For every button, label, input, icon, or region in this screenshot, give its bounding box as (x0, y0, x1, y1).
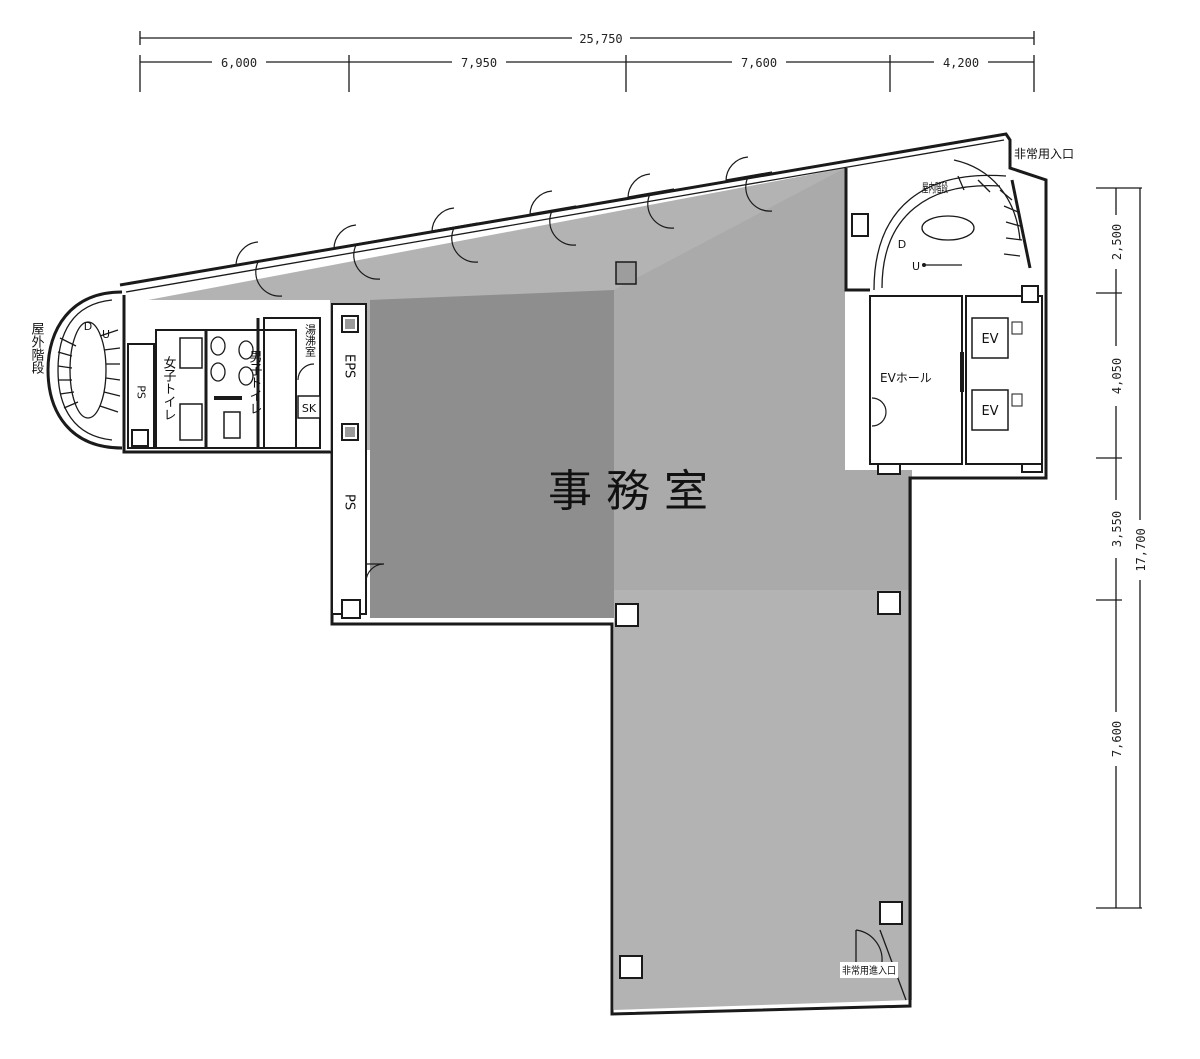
indoor-stair-up-mark: U (912, 260, 920, 273)
dim-right-seg-3: 3,550 (1110, 511, 1124, 547)
outdoor-stair: D U 屋外階段 (29, 290, 123, 450)
mens-wc-label: 男子トイレ (247, 350, 263, 415)
top-dimension-lines: 25,750 6,000 7,950 7,600 4,200 (139, 30, 1035, 92)
indoor-stair-label: 屋内階段 (922, 180, 948, 195)
elevator-1-label: EV (981, 332, 998, 347)
facade-windows (235, 171, 773, 266)
office-floor (148, 168, 912, 1010)
right-dimension-lines: 2,500 4,050 3,550 7,600 17,700 (1096, 187, 1148, 909)
dim-right-total: 17,700 (1134, 528, 1148, 571)
dim-top-total: 25,750 (579, 32, 622, 46)
emergency-entrance-bottom-label: 非常用進入口 (842, 964, 896, 977)
eps-ps-shaft: EPS PS (331, 303, 385, 615)
outdoor-stair-up-mark: U (102, 328, 110, 341)
ev-hall-label: EVホール (880, 371, 932, 385)
dim-right-seg-1: 2,500 (1110, 224, 1124, 260)
dim-right-seg-2: 4,050 (1110, 358, 1124, 394)
dim-right-seg-4: 7,600 (1110, 721, 1124, 757)
bottom-emergency-entry: 非常用進入口 (840, 929, 907, 1001)
dim-top-seg-2: 7,950 (461, 56, 497, 70)
emergency-entrance-top-label: 非常用入口 (1014, 147, 1074, 161)
outdoor-stair-label: 屋外階段 (29, 322, 45, 374)
sk-label: SK (302, 402, 317, 415)
left-service-core: PS 女子トイレ 男子トイレ 湯沸室 SK (127, 317, 321, 449)
right-core: D U 屋内階段 非常用入口 EVホール EV EV (844, 147, 1074, 465)
dim-top-seg-1: 6,000 (221, 56, 257, 70)
elevator-2-label: EV (981, 404, 998, 419)
dim-top-seg-4: 4,200 (943, 56, 979, 70)
ps-left-label: PS (135, 385, 148, 399)
ps-main-label: PS (342, 494, 357, 510)
womens-wc-label: 女子トイレ (161, 355, 177, 421)
facade-door-swings (235, 156, 773, 297)
dim-top-seg-3: 7,600 (741, 56, 777, 70)
kitchenette-label: 湯沸室 (304, 324, 317, 357)
outdoor-stair-down-mark: D (84, 320, 92, 333)
indoor-stair-down-mark: D (898, 238, 906, 251)
eps-label: EPS (342, 354, 357, 378)
office-label: 事 務 室 (548, 466, 708, 517)
